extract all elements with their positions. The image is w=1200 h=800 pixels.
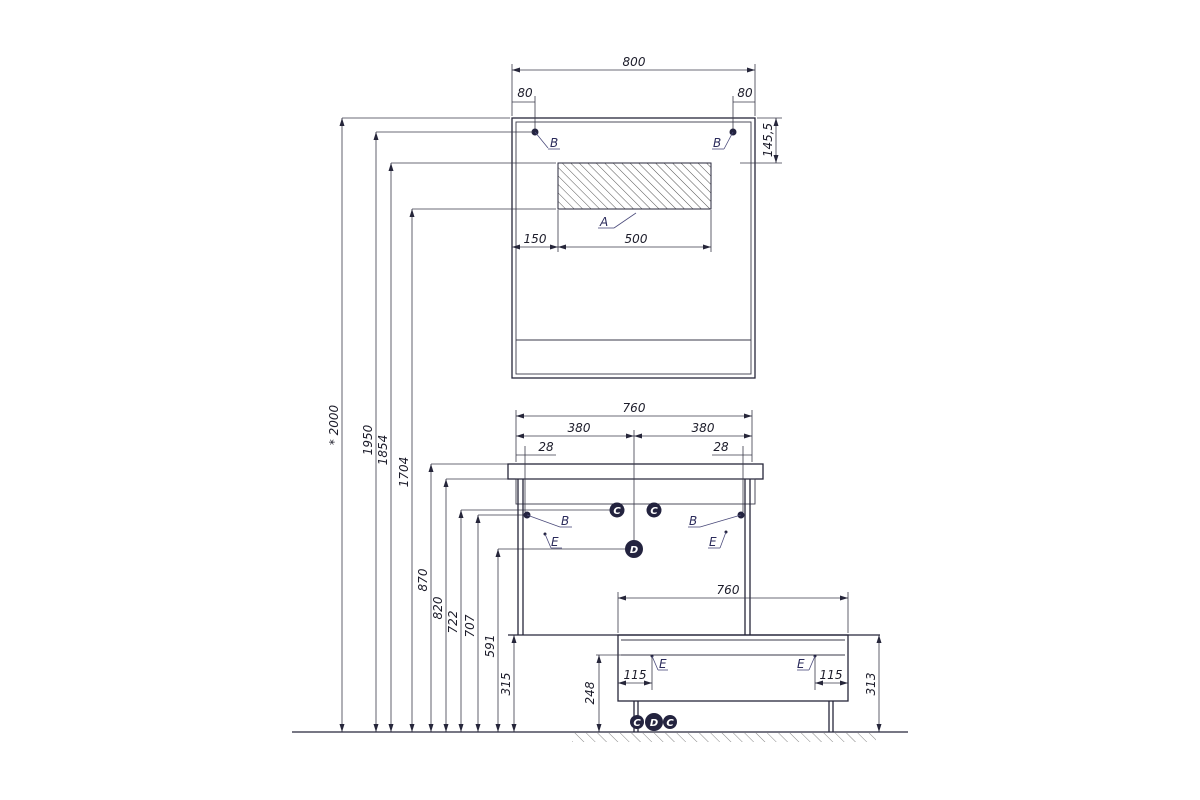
label-e-drawer-right: E — [797, 657, 805, 671]
dim-lamp-left-text: 150 — [524, 232, 547, 246]
dim-mirror-width — [511, 64, 756, 116]
connection-c-bottom-left — [630, 715, 644, 729]
connection-c-left — [609, 502, 625, 518]
dim-drawer-height-248 — [596, 654, 652, 732]
dim-height-315-text: 315 — [499, 673, 513, 696]
dim-drawer-inset-left-text: 115 — [624, 668, 647, 682]
dim-mirror-right-offset — [732, 96, 755, 132]
dim-height-707-text: 707 — [463, 614, 477, 637]
dim-drawer-inset-right-text: 115 — [820, 668, 843, 682]
dim-height-722-text: 722 — [446, 611, 460, 634]
dim-mirror-left-offset — [512, 96, 536, 132]
dim-mirror-side — [740, 117, 782, 164]
dim-mirror-side-text: 145,5 — [761, 123, 775, 157]
label-b-mirror-left: B — [550, 136, 558, 150]
dim-cabinet-inset-left-text: 28 — [538, 440, 554, 454]
dim-drawer-width-text: 760 — [717, 583, 740, 597]
dim-cabinet-half-right-text: 380 — [692, 421, 715, 435]
connection-d — [625, 540, 643, 558]
dim-drawer-height-313-text: 313 — [864, 673, 878, 696]
badge-d-bottom-text: D — [650, 718, 658, 729]
dim-mirror-left-offset-text: 80 — [517, 86, 533, 100]
dim-cabinet-half-left-text: 380 — [568, 421, 591, 435]
label-a: A — [599, 215, 608, 229]
dim-height-1854-text: 1854 — [376, 435, 390, 466]
label-e-left: E — [551, 535, 559, 549]
badge-c-left-text: C — [613, 506, 621, 517]
connection-d-bottom — [645, 713, 663, 731]
dim-height-1704-text: 1704 — [397, 457, 411, 488]
badge-c-bottom-right-text: C — [666, 718, 674, 729]
dim-drawer-height-248-text: 248 — [583, 681, 597, 704]
dim-drawer-insets — [618, 655, 848, 690]
height-dimensions — [339, 117, 628, 732]
dim-cabinet-inset-right-text: 28 — [713, 440, 729, 454]
mirror — [511, 117, 756, 379]
badge-d-text: D — [630, 545, 638, 556]
dim-height-870-text: 870 — [416, 568, 430, 591]
label-b-mirror-right: B — [713, 136, 721, 150]
dim-drawer-width — [617, 592, 849, 633]
dim-height-1950-text: 1950 — [361, 424, 375, 455]
drawer-unit — [617, 634, 849, 732]
dim-height-591-text: 591 — [483, 635, 497, 658]
badge-c-bottom-left-text: C — [633, 718, 641, 729]
dim-mirror-right-offset-text: 80 — [737, 86, 753, 100]
connection-c-right — [646, 502, 662, 518]
label-e-right: E — [709, 535, 717, 549]
floor-hatch — [572, 733, 876, 742]
dim-height-820-text: 820 — [431, 596, 445, 619]
connection-c-bottom-right — [663, 715, 677, 729]
label-b-cabinet-left: B — [561, 514, 569, 528]
dim-lamp-width-text: 500 — [625, 232, 648, 246]
dim-height-total-text: * 2000 — [327, 404, 341, 445]
sink-cabinet — [507, 463, 880, 636]
dim-cabinet-width-text: 760 — [623, 401, 646, 415]
lamp-hatched-area — [557, 162, 712, 210]
label-e-drawer-left: E — [659, 657, 667, 671]
badge-c-right-text: C — [650, 506, 658, 517]
dim-drawer-height-313 — [876, 635, 882, 732]
dim-cabinet-width — [515, 410, 753, 545]
dim-mirror-width-text: 800 — [623, 55, 646, 69]
label-b-cabinet-right: B — [689, 514, 697, 528]
dim-lamp — [512, 210, 712, 252]
